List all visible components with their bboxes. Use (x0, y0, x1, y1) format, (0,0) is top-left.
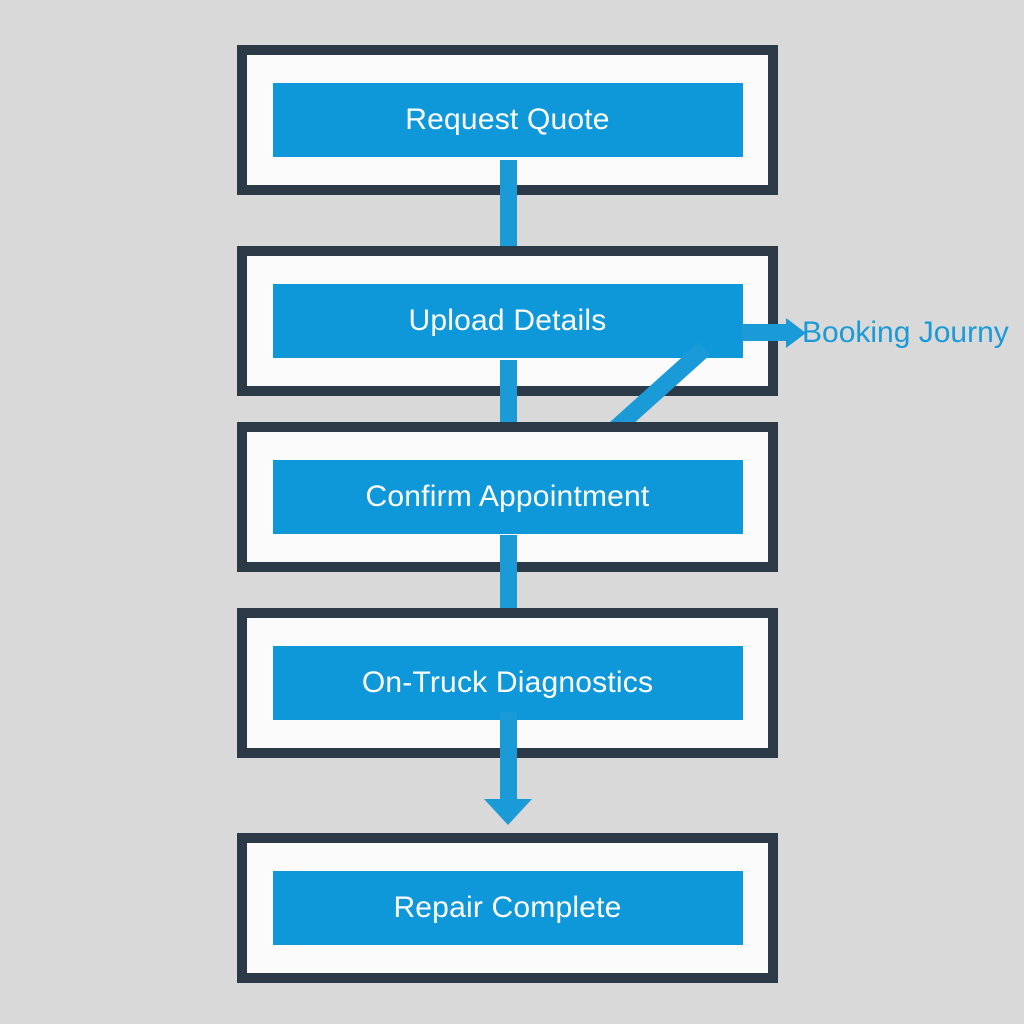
branch-arrow-shaft (742, 324, 790, 341)
arrow-down-icon (484, 799, 532, 825)
flow-node-confirm-appointment[interactable]: Confirm Appointment (237, 422, 778, 572)
flow-node-label: Request Quote (405, 103, 610, 136)
annotation-booking-journey: Booking Journy (802, 316, 1009, 349)
connector-request-quote-to-upload-details (500, 160, 517, 270)
flow-node-inner: Request Quote (247, 55, 768, 185)
flow-node-label: Repair Complete (393, 891, 622, 924)
flow-node-chip: On-Truck Diagnostics (272, 646, 743, 720)
connector-on-truck-diagnostics-to-repair-complete (500, 712, 517, 805)
flow-node-chip: Upload Details (272, 284, 743, 358)
flow-node-inner: Repair Complete (247, 843, 768, 973)
flow-node-label: Upload Details (408, 304, 607, 337)
connector-upload-details-to-confirm-appointment (500, 360, 517, 438)
flow-node-label: On-Truck Diagnostics (361, 666, 654, 699)
flow-node-inner: Upload Details (247, 256, 768, 386)
flow-node-label: Confirm Appointment (365, 480, 650, 513)
flow-node-repair-complete[interactable]: Repair Complete (237, 833, 778, 983)
flow-node-chip: Repair Complete (272, 871, 743, 945)
flow-node-chip: Request Quote (272, 83, 743, 157)
flow-node-chip: Confirm Appointment (272, 460, 743, 534)
arrow-right-icon (786, 318, 806, 348)
flow-node-request-quote[interactable]: Request Quote (237, 45, 778, 195)
